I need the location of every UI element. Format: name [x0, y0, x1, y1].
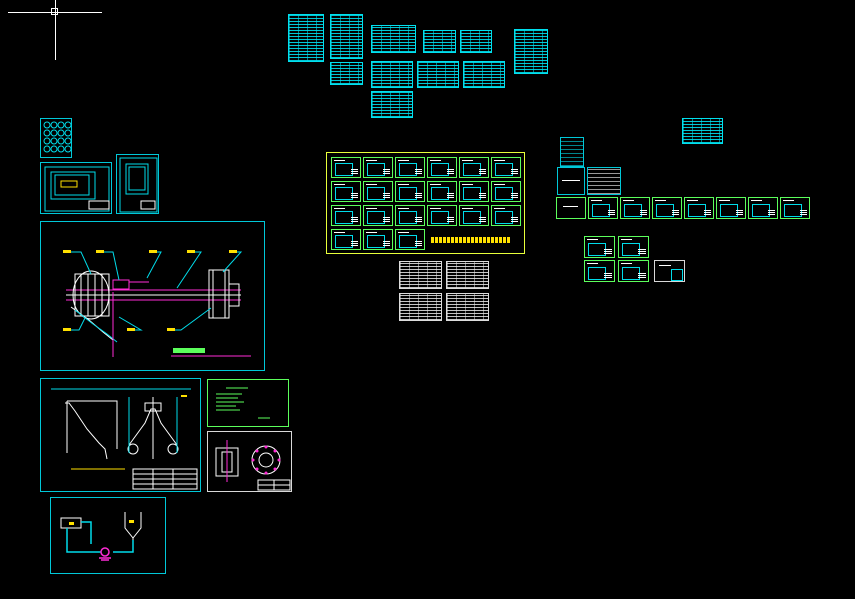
- drawing-table[interactable]: [371, 91, 413, 118]
- thumbnail-sheet[interactable]: [459, 157, 489, 178]
- assembly-drawing[interactable]: [40, 221, 265, 371]
- drawing-sheet[interactable]: [116, 154, 159, 214]
- thumbnail-sheet[interactable]: [584, 236, 615, 258]
- thumbnail-sheet[interactable]: [427, 157, 457, 178]
- thumbnail-sheet[interactable]: [684, 197, 714, 219]
- thumbnail-sheet[interactable]: [395, 205, 425, 226]
- drawing-table[interactable]: [460, 30, 492, 53]
- drawing-table[interactable]: [288, 14, 324, 62]
- thumbnail-sheet[interactable]: [363, 181, 393, 202]
- piping-graphic: [60, 512, 142, 561]
- flange-graphic: [215, 440, 291, 491]
- thumbnail-sheet[interactable]: [588, 197, 618, 219]
- drawing-table[interactable]: [682, 118, 723, 144]
- drawing-sheet[interactable]: [587, 167, 621, 195]
- thumbnail-sheet[interactable]: [780, 197, 810, 219]
- thumbnail-sheet[interactable]: [331, 229, 361, 250]
- thumbnail-sheet[interactable]: [491, 205, 521, 226]
- bolt-pattern-graphic: [43, 121, 72, 153]
- thumbnail-sheet[interactable]: [395, 181, 425, 202]
- drawing-table[interactable]: [330, 14, 363, 59]
- thumbnail-sheet[interactable]: [427, 181, 457, 202]
- drawing-table[interactable]: [463, 61, 505, 88]
- thumbnail-sheet[interactable]: [331, 157, 361, 178]
- notes-graphic: [216, 387, 270, 419]
- drawing-table[interactable]: [446, 261, 489, 289]
- shaft-assembly-graphic: [63, 250, 251, 357]
- drawing-table[interactable]: [399, 293, 442, 321]
- thumbnail-sheet[interactable]: [331, 205, 361, 226]
- drawing-sheet[interactable]: [557, 167, 585, 195]
- drawing-table[interactable]: [371, 25, 416, 53]
- thumbnail-sheet[interactable]: [618, 236, 649, 258]
- thumbnail-sheet[interactable]: [652, 197, 682, 219]
- thumbnail-sheet[interactable]: [491, 181, 521, 202]
- sheet-index-panel[interactable]: [326, 152, 525, 254]
- thumbnail-sheet[interactable]: [459, 205, 489, 226]
- thumbnail-sheet[interactable]: [395, 229, 425, 250]
- plan-graphic: [119, 157, 158, 213]
- thumbnail-sheet[interactable]: [618, 260, 649, 282]
- thumbnail-sheet[interactable]: [395, 157, 425, 178]
- drawing-sheet[interactable]: [560, 137, 584, 167]
- thumbnail-sheet[interactable]: [363, 229, 393, 250]
- drawing-table[interactable]: [417, 61, 459, 88]
- thumbnail-sheet[interactable]: [620, 197, 650, 219]
- thumbnail-sheet[interactable]: [748, 197, 778, 219]
- bolt-pattern-drawing[interactable]: [40, 118, 72, 158]
- drawing-table[interactable]: [423, 30, 456, 53]
- plan-graphic: [44, 166, 110, 212]
- thumbnail-sheet[interactable]: [331, 181, 361, 202]
- bracket-graphic: [51, 388, 198, 490]
- thumbnail-sheet[interactable]: [654, 260, 685, 282]
- thumbnail-sheet[interactable]: [363, 205, 393, 226]
- thumbnail-sheet[interactable]: [459, 181, 489, 202]
- drawing-table[interactable]: [371, 61, 413, 88]
- thumbnail-sheet[interactable]: [363, 157, 393, 178]
- thumbnail-sheet[interactable]: [584, 260, 615, 282]
- drawing-sheet[interactable]: [40, 162, 112, 214]
- bracket-drawing[interactable]: [40, 378, 201, 492]
- thumbnail-sheet[interactable]: [491, 157, 521, 178]
- drawing-table[interactable]: [446, 293, 489, 321]
- piping-drawing[interactable]: [50, 497, 166, 574]
- drawing-table[interactable]: [514, 29, 548, 74]
- flange-drawing[interactable]: [207, 431, 292, 492]
- panel-title-bar: [431, 237, 511, 243]
- drawing-table[interactable]: [330, 62, 363, 85]
- notes-sheet[interactable]: [207, 379, 289, 427]
- thumbnail-sheet[interactable]: [716, 197, 746, 219]
- thumbnail-sheet[interactable]: [427, 205, 457, 226]
- drawing-table[interactable]: [399, 261, 442, 289]
- thumbnail-sheet[interactable]: [556, 197, 586, 219]
